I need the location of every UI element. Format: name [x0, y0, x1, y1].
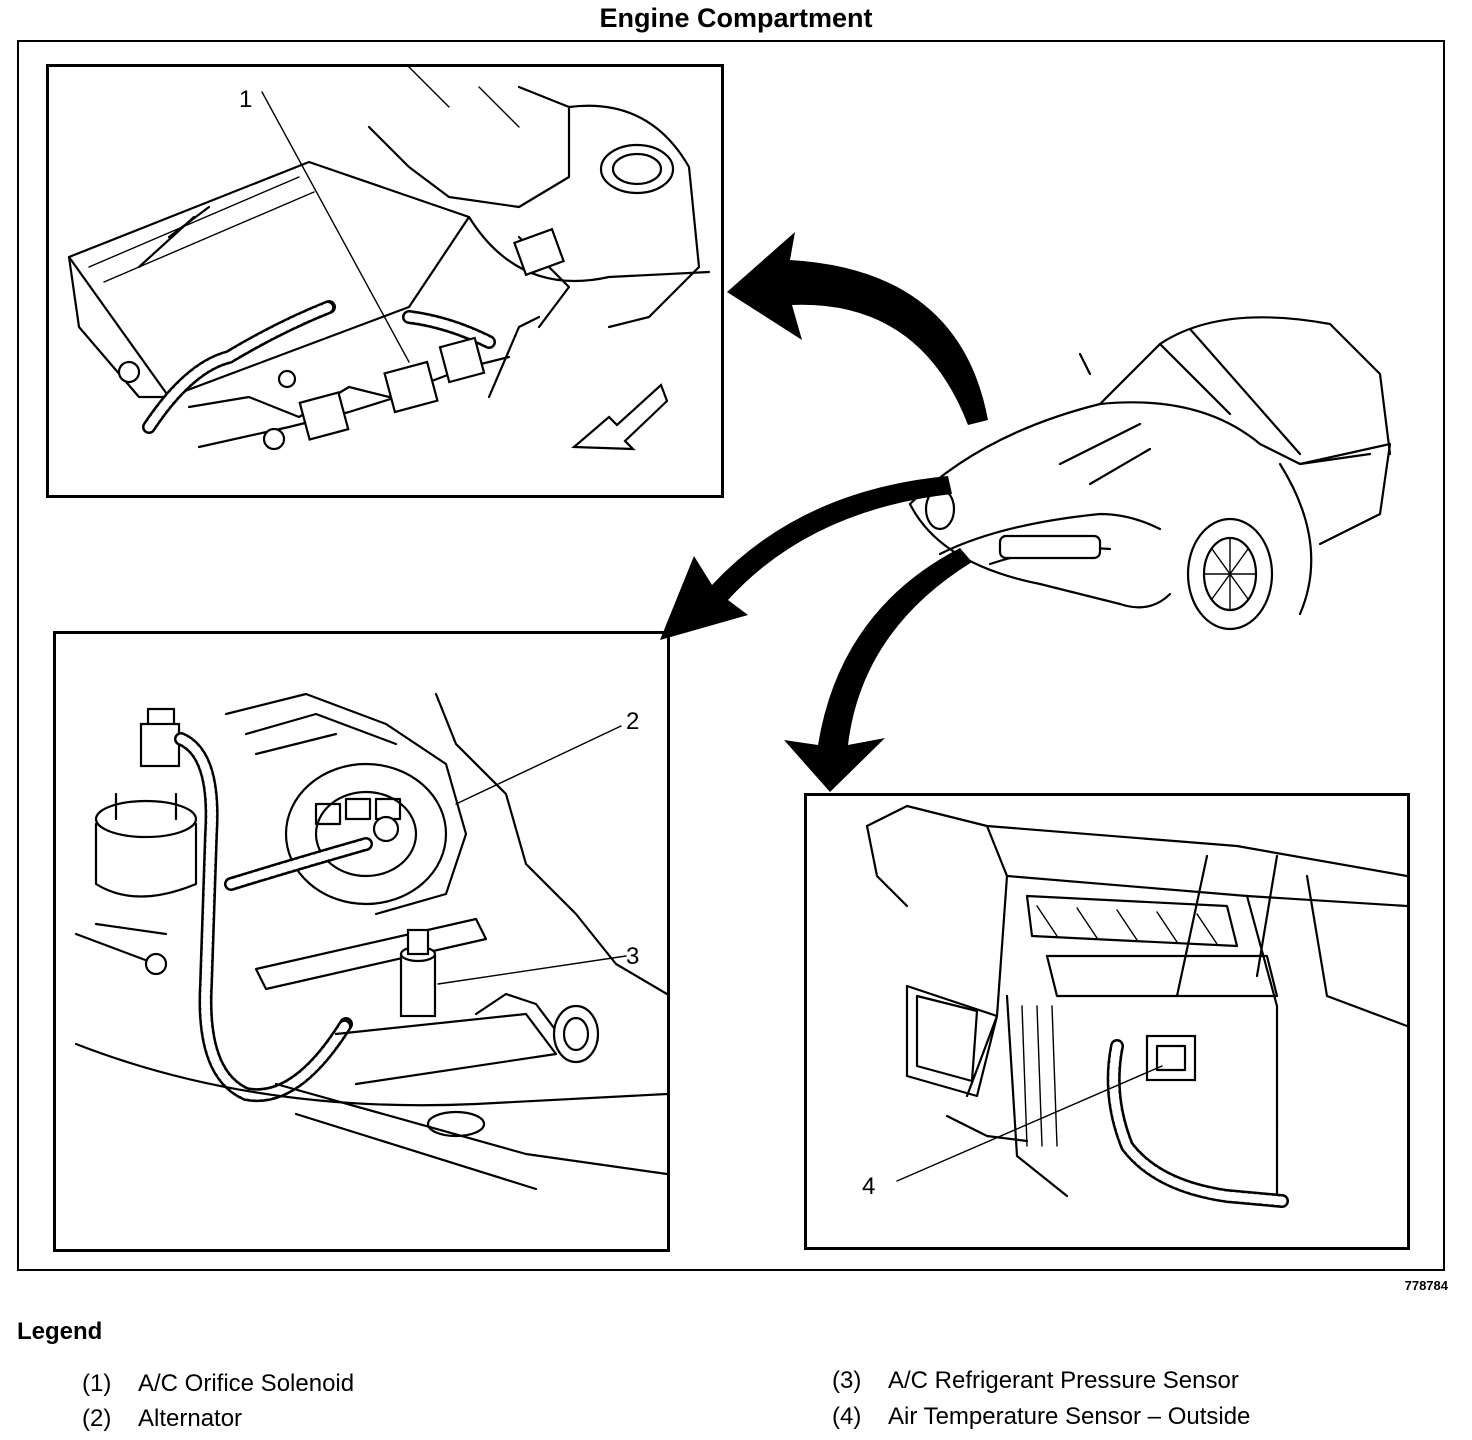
legend-item-number: (2) — [82, 1405, 112, 1432]
detail-panel-alternator: 2 3 — [53, 631, 670, 1252]
legend-item: (3) A/C Refrigerant Pressure Sensor — [832, 1367, 1239, 1395]
callout-1: 1 — [239, 86, 252, 113]
alternator-illustration: 2 3 — [74, 692, 667, 1191]
callout-3: 3 — [626, 943, 639, 970]
legend-title: Legend — [17, 1318, 103, 1345]
legend-item-label: A/C Orifice Solenoid — [138, 1370, 355, 1397]
figure-id: 778784 — [1404, 1278, 1448, 1293]
diagram-title: Engine Compartment — [599, 3, 873, 33]
detail-panel-air-temp-sensor: 4 — [804, 793, 1410, 1250]
figure-frame — [17, 40, 1445, 1271]
legend-item-number: (3) — [832, 1367, 862, 1394]
legend-item-label: Air Temperature Sensor – Outside — [888, 1403, 1251, 1430]
vehicle-overview — [900, 284, 1400, 654]
callout-4: 4 — [862, 1173, 875, 1200]
legend-item: (1) A/C Orifice Solenoid — [82, 1370, 354, 1398]
legend-item-number: (1) — [82, 1370, 112, 1397]
orifice-solenoid-illustration: 1 — [67, 67, 711, 451]
legend-item-number: (4) — [832, 1403, 862, 1430]
legend-item-label: Alternator — [138, 1405, 243, 1432]
legend-item-label: A/C Refrigerant Pressure Sensor — [888, 1367, 1239, 1394]
callout-2: 2 — [626, 708, 639, 735]
detail-panel-orifice-solenoid: 1 — [46, 64, 724, 498]
legend-item: (4) Air Temperature Sensor – Outside — [832, 1403, 1250, 1431]
air-temp-sensor-illustration: 4 — [862, 804, 1407, 1208]
legend-item: (2) Alternator — [82, 1405, 242, 1433]
vehicle-illustration — [908, 316, 1392, 631]
